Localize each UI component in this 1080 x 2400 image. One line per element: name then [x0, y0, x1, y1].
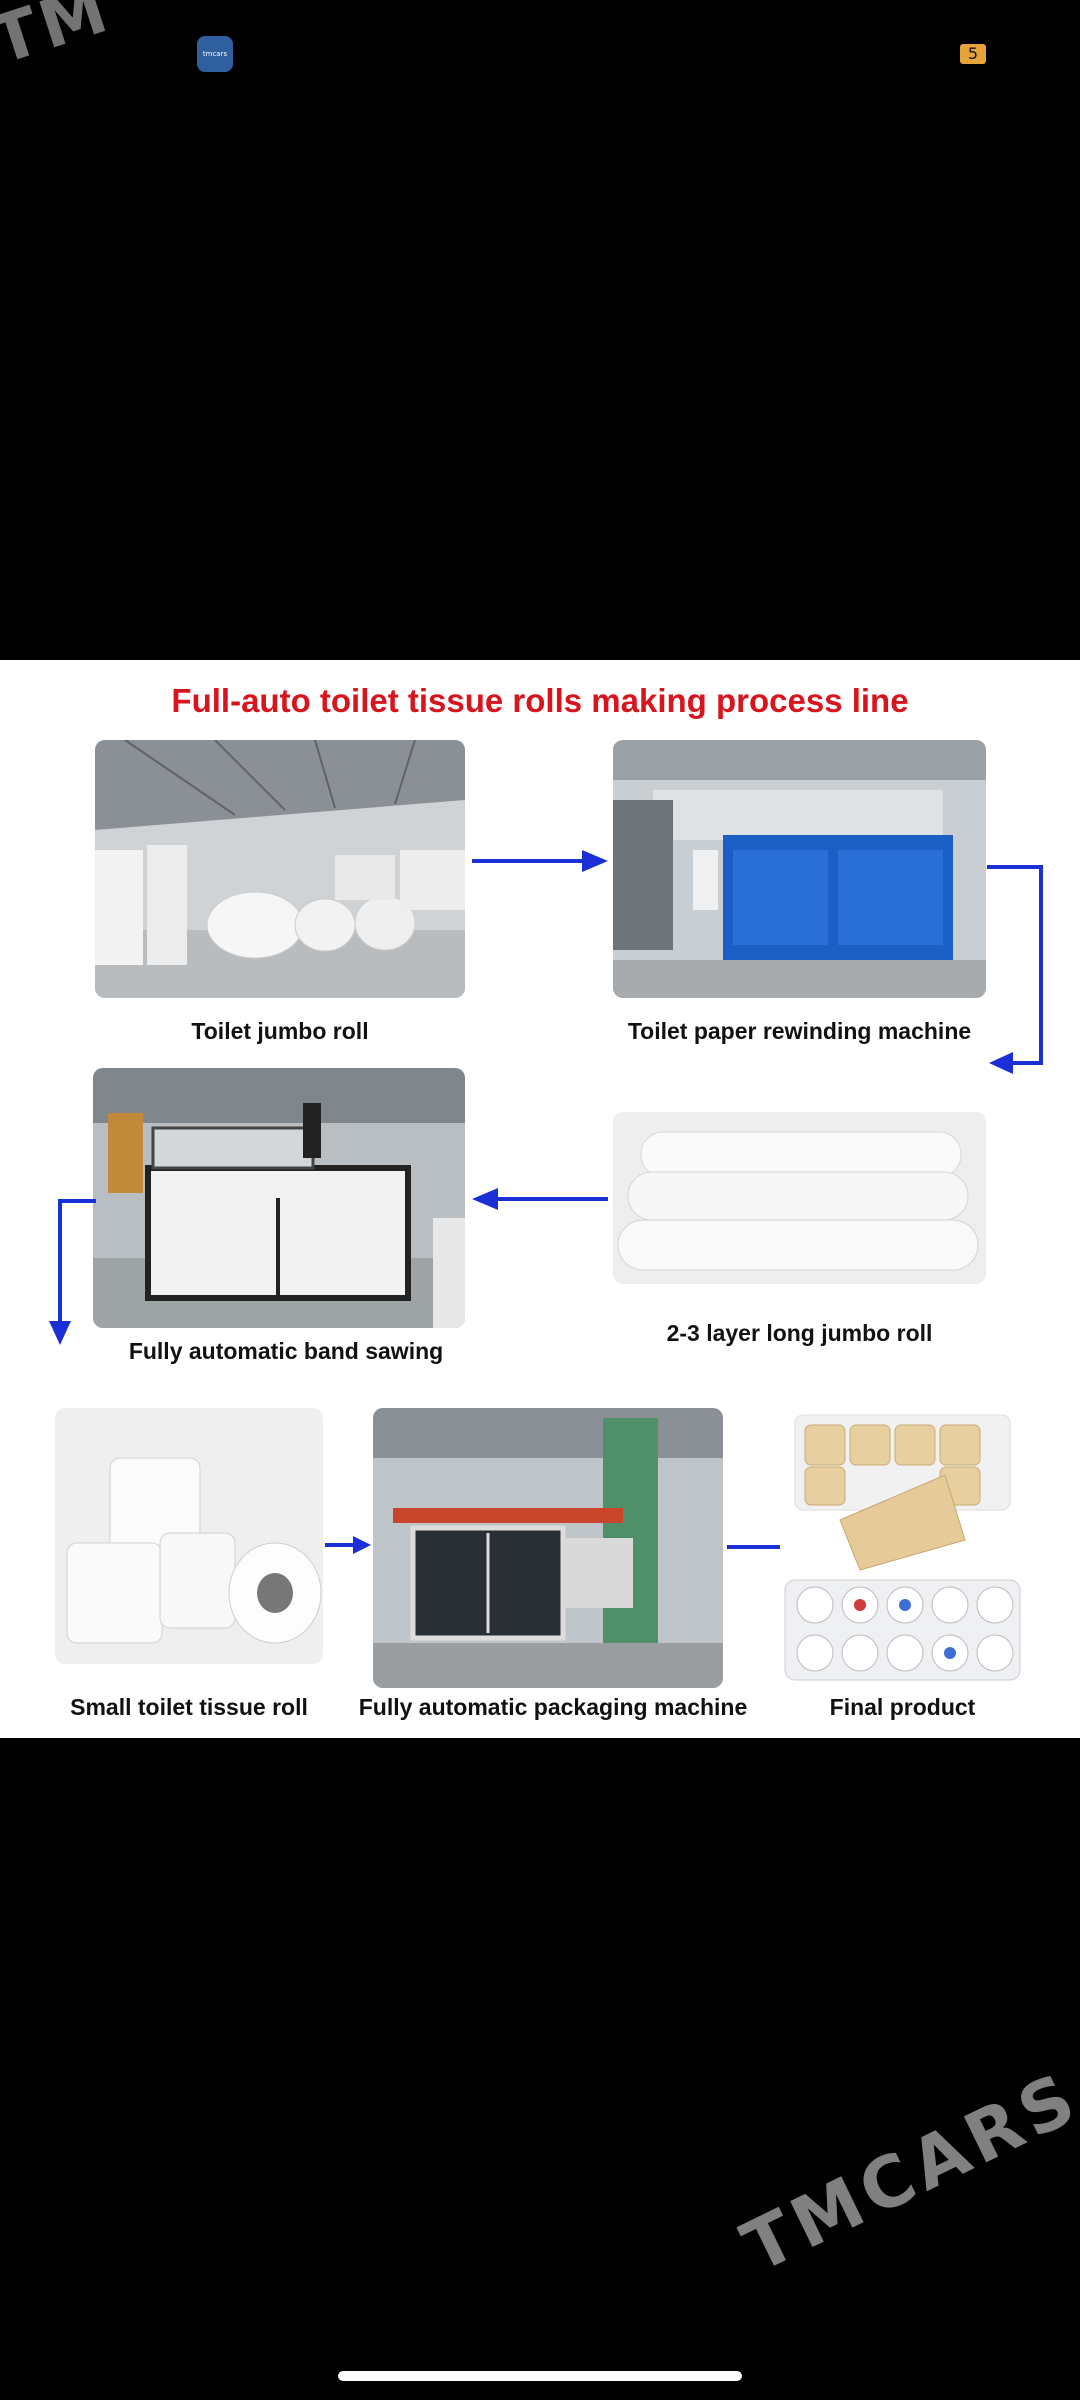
step-label: Toilet jumbo roll — [191, 1018, 369, 1044]
arrow-down-icon — [49, 1199, 96, 1345]
photo-band-sawing — [93, 1068, 465, 1328]
step-label: Fully automatic band sawing — [128, 1338, 444, 1364]
arrow-down-left-icon — [987, 865, 1043, 1074]
process-line-image[interactable]: Full-auto toilet tissue rolls making pro… — [0, 660, 1080, 1738]
watermark-bottom: TMCARS — [730, 2055, 1080, 2289]
photo-long-jumbo-roll — [613, 1112, 986, 1284]
step-label: Fully automatic packaging machine — [358, 1694, 748, 1720]
watermark-top: TM — [0, 0, 120, 80]
photo-small-tissue-roll — [55, 1408, 323, 1664]
photo-packaging-machine — [373, 1408, 723, 1688]
photo-jumbo-roll — [95, 740, 465, 998]
arrow-left-icon — [472, 1188, 608, 1210]
step-label: Toilet paper rewinding machine — [627, 1018, 972, 1044]
photo-rewinding-machine — [613, 740, 986, 998]
home-indicator[interactable] — [338, 2371, 742, 2381]
notification-badge: 5 — [960, 44, 986, 64]
step-label: Final product — [829, 1694, 976, 1720]
step-label: Small toilet tissue roll — [70, 1694, 308, 1720]
step-label: 2-3 layer long jumbo roll — [666, 1320, 933, 1346]
arrow-right-icon — [472, 850, 608, 872]
arrow-right-icon — [325, 1536, 371, 1554]
tmcars-app-icon: tmcars — [197, 36, 233, 72]
photo-final-product — [780, 1405, 1025, 1685]
infographic-title: Full-auto toilet tissue rolls making pro… — [171, 682, 909, 719]
